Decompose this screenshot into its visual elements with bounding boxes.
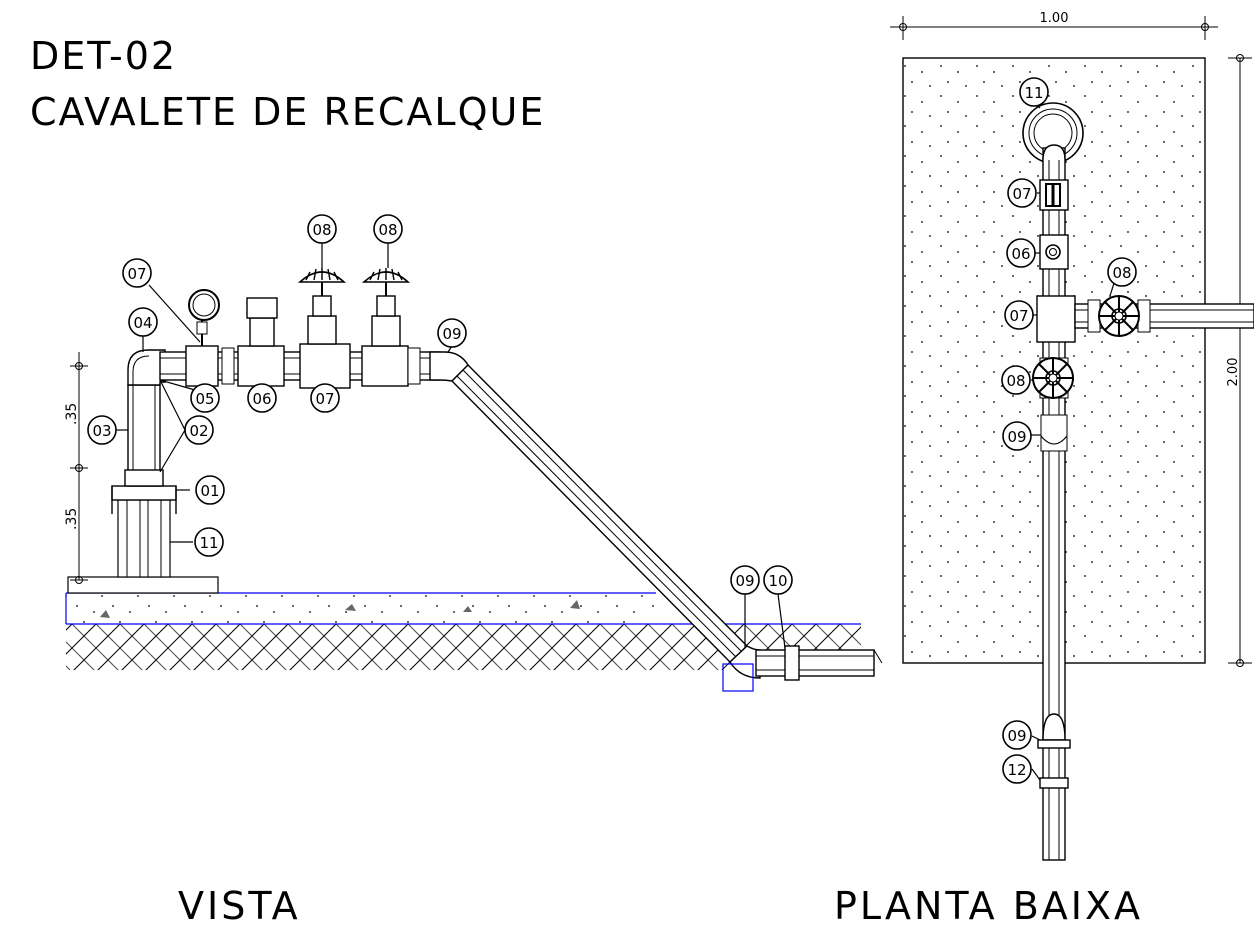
- detail-code: DET-02: [30, 34, 178, 78]
- dim-height: 2.00: [1226, 358, 1241, 387]
- label-vista-09b: 09: [735, 572, 754, 590]
- label-planta-12: 12: [1007, 761, 1026, 779]
- label-planta-06: 06: [1011, 245, 1030, 263]
- label-planta-08a: 08: [1006, 372, 1025, 390]
- planta-view: 1.00 2.00: [890, 11, 1254, 861]
- label-planta-07b: 07: [1009, 307, 1028, 325]
- base-plate: [67, 576, 219, 594]
- label-planta-08b: 08: [1112, 264, 1131, 282]
- support-post: [117, 499, 171, 578]
- dim-lower: .35: [64, 508, 80, 530]
- label-vista-01: 01: [200, 482, 219, 500]
- label-vista-08b: 08: [378, 221, 397, 239]
- detail-title: CAVALETE DE RECALQUE: [30, 90, 546, 134]
- label-vista-09a: 09: [442, 325, 461, 343]
- plan-tee: [1036, 295, 1076, 343]
- label-planta-11: 11: [1024, 84, 1043, 102]
- tee-fitting: [299, 343, 351, 389]
- label-vista-08a: 08: [312, 221, 331, 239]
- label-vista-11: 11: [199, 534, 218, 552]
- label-planta-09a: 09: [1007, 428, 1026, 446]
- buried-pipe: [755, 649, 875, 677]
- pipe-clamp: [111, 485, 177, 501]
- label-vista-02: 02: [189, 422, 208, 440]
- label-vista-06: 06: [252, 390, 271, 408]
- label-vista-05: 05: [195, 390, 214, 408]
- concrete-slab: [66, 593, 656, 624]
- label-vista-04: 04: [133, 314, 152, 332]
- label-planta-07a: 07: [1012, 185, 1031, 203]
- label-vista-10: 10: [768, 572, 787, 590]
- dim-upper: .35: [64, 403, 80, 425]
- caption-planta: PLANTA BAIXA: [834, 884, 1144, 928]
- label-vista-07a: 07: [127, 265, 146, 283]
- label-planta-09b: 09: [1007, 727, 1026, 745]
- label-vista-03: 03: [92, 422, 111, 440]
- dim-width: 1.00: [1040, 11, 1069, 26]
- caption-vista: VISTA: [178, 884, 301, 928]
- vista-view: .35 .35: [64, 214, 883, 692]
- check-valve: [237, 345, 285, 387]
- label-vista-07b: 07: [315, 390, 334, 408]
